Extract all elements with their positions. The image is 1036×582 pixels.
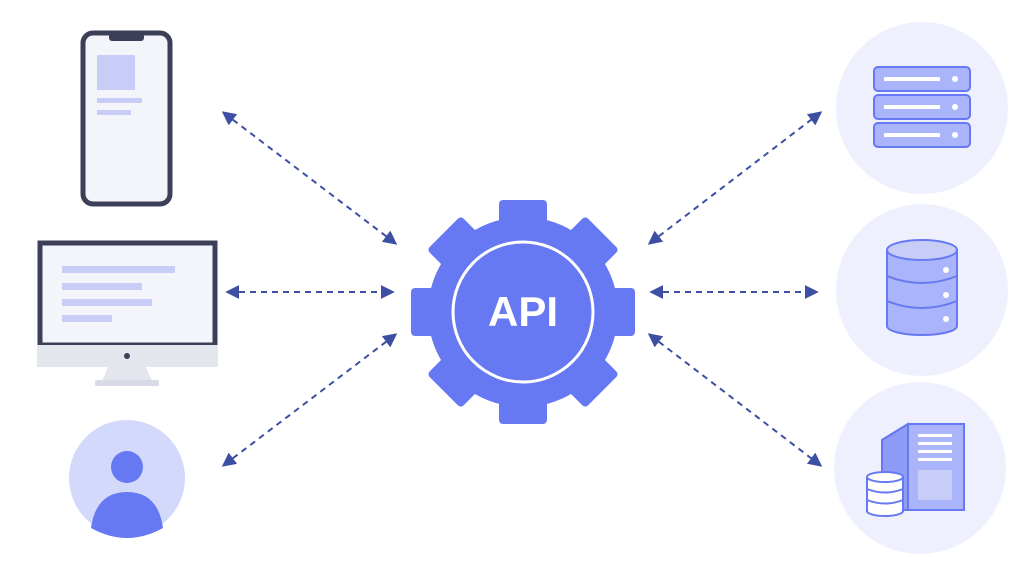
server-tower-vent xyxy=(918,442,952,445)
connector-user-api xyxy=(221,333,398,467)
user-avatar-icon xyxy=(69,420,185,538)
connectors xyxy=(221,111,823,467)
smartphone-icon xyxy=(80,30,173,207)
monitor-text-line xyxy=(62,266,175,273)
connector-api-server-database xyxy=(647,333,823,467)
monitor-camera-dot xyxy=(124,353,130,359)
database-ring xyxy=(886,275,958,284)
monitor-stand-base xyxy=(95,380,159,386)
database-ring xyxy=(886,300,958,309)
server-rack-led xyxy=(952,76,958,82)
server-rack-led xyxy=(952,132,958,138)
server-tower-vent xyxy=(918,450,952,453)
gear-inner-ring xyxy=(451,240,595,384)
monitor-text-line xyxy=(62,283,142,290)
server-tower-vent xyxy=(918,458,952,461)
phone-image-placeholder xyxy=(97,55,135,90)
small-database-ring xyxy=(866,499,904,505)
monitor-text-line xyxy=(62,299,152,306)
connector-api-server-rack xyxy=(647,111,823,245)
server-tower-vent xyxy=(918,434,952,437)
user-body xyxy=(91,492,163,538)
database-icon xyxy=(836,204,1008,376)
server-tower-top xyxy=(881,423,964,441)
small-database-top xyxy=(866,471,904,483)
small-database-icon xyxy=(866,471,904,517)
small-database-ring xyxy=(866,488,904,494)
database-indicator xyxy=(943,292,949,298)
monitor-text-line xyxy=(62,315,112,322)
monitor-stand xyxy=(102,367,152,381)
connector-phone-api xyxy=(221,111,398,245)
phone-text-line xyxy=(97,98,142,103)
monitor-screen xyxy=(37,240,218,348)
database-cover xyxy=(888,250,956,325)
phone-notch xyxy=(109,33,144,41)
server-rack-led xyxy=(952,104,958,110)
gear-body xyxy=(428,217,618,407)
api-hub: API xyxy=(411,200,635,424)
server-rack-slot xyxy=(884,105,940,109)
server-rack-slot xyxy=(884,77,940,81)
server-tower-bay xyxy=(918,470,952,500)
database-indicator xyxy=(943,267,949,273)
database-top xyxy=(886,239,958,261)
phone-text-line xyxy=(97,110,131,115)
api-label: API xyxy=(488,288,558,335)
server-tower-database-icon xyxy=(834,382,1006,554)
database-indicator xyxy=(943,316,949,322)
user-head xyxy=(111,451,143,483)
monitor-icon xyxy=(37,240,218,386)
server-rack-icon xyxy=(836,22,1008,194)
server-rack-slot xyxy=(884,133,940,137)
